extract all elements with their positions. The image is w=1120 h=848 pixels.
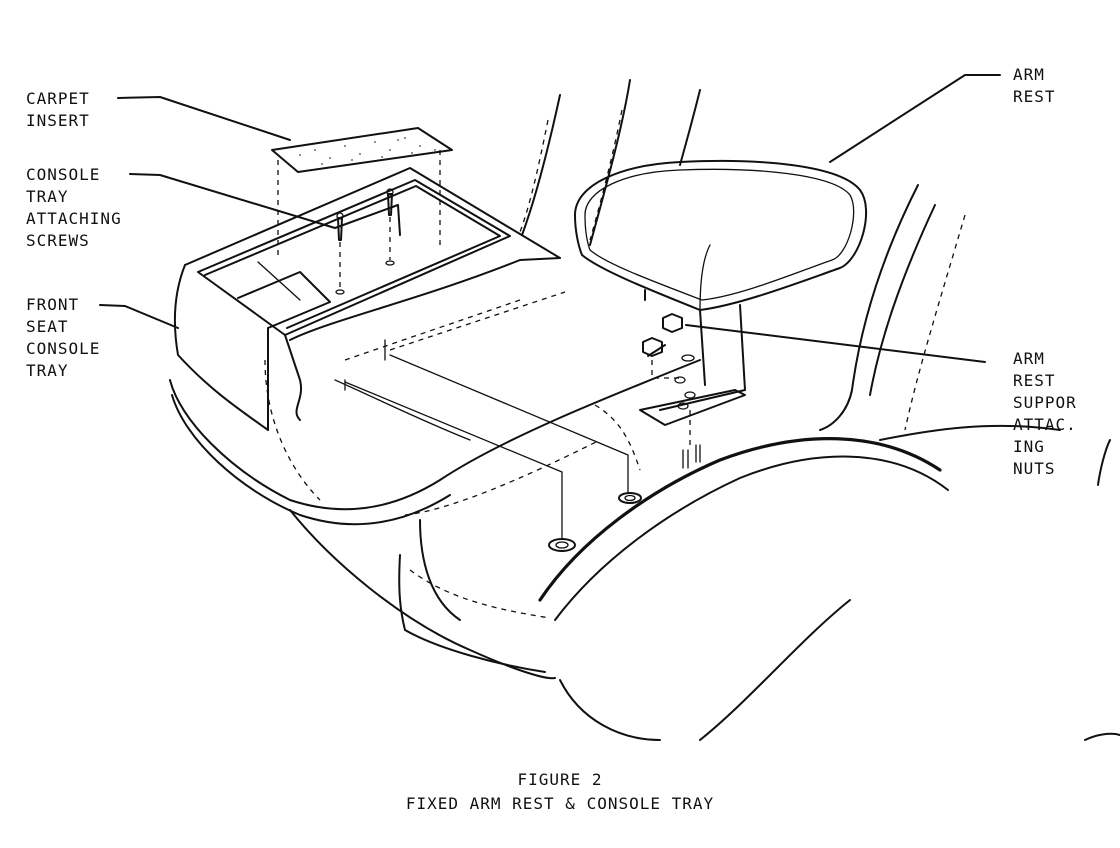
console-tray-part — [173, 167, 566, 431]
arm-rest-support-nuts-label: ARM REST SUPPOR ATTAC. ING NUTS — [1013, 349, 1077, 478]
mount-holes — [344, 354, 642, 552]
console-tray-screws-label: CONSOLE TRAY ATTACHING SCREWS — [26, 165, 122, 250]
arm-rest-label: ARM REST — [1013, 65, 1056, 106]
leader-lines — [99, 74, 1001, 363]
carpet-insert-label: CARPET INSERT — [26, 89, 90, 130]
seat-cushion — [169, 359, 1120, 741]
seat-back-outline — [519, 79, 1111, 486]
figure-number: FIGURE 2 — [517, 770, 603, 789]
carpet-insert-part — [271, 127, 453, 255]
arm-rest-part — [574, 159, 868, 426]
console-screws — [335, 188, 395, 295]
support-nuts — [642, 313, 701, 469]
front-seat-console-tray-label: FRONT SEAT CONSOLE TRAY — [26, 295, 101, 380]
figure-title: FIXED ARM REST & CONSOLE TRAY — [405, 794, 715, 813]
